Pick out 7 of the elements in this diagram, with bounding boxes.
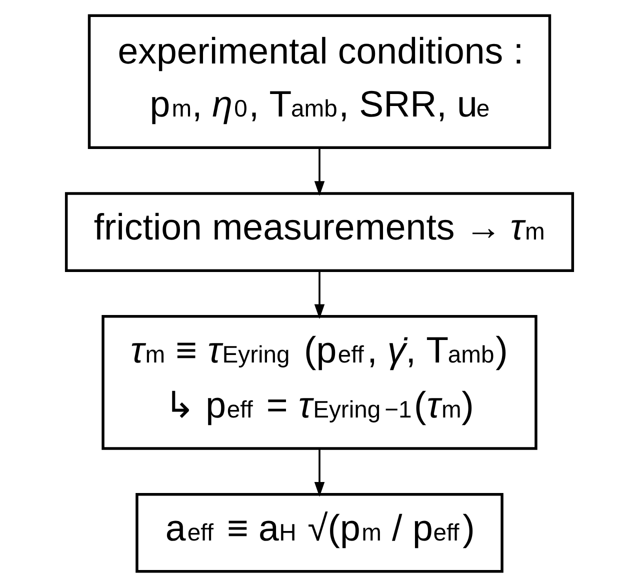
node-box: aeff ≡ aH √(pm / peff) — [135, 493, 503, 573]
node-box: τm ≡ τEyring (peff, γ̇, Tamb) ↳ peff = τEyring−1(τm) — [101, 315, 537, 450]
node-box: experimental conditions : pm, η0, Tamb, SRR, ue — [87, 14, 551, 150]
node-box: friction measurements → τm — [64, 192, 574, 272]
arrow — [314, 270, 324, 319]
arrow — [314, 449, 324, 497]
arrow — [314, 148, 324, 196]
